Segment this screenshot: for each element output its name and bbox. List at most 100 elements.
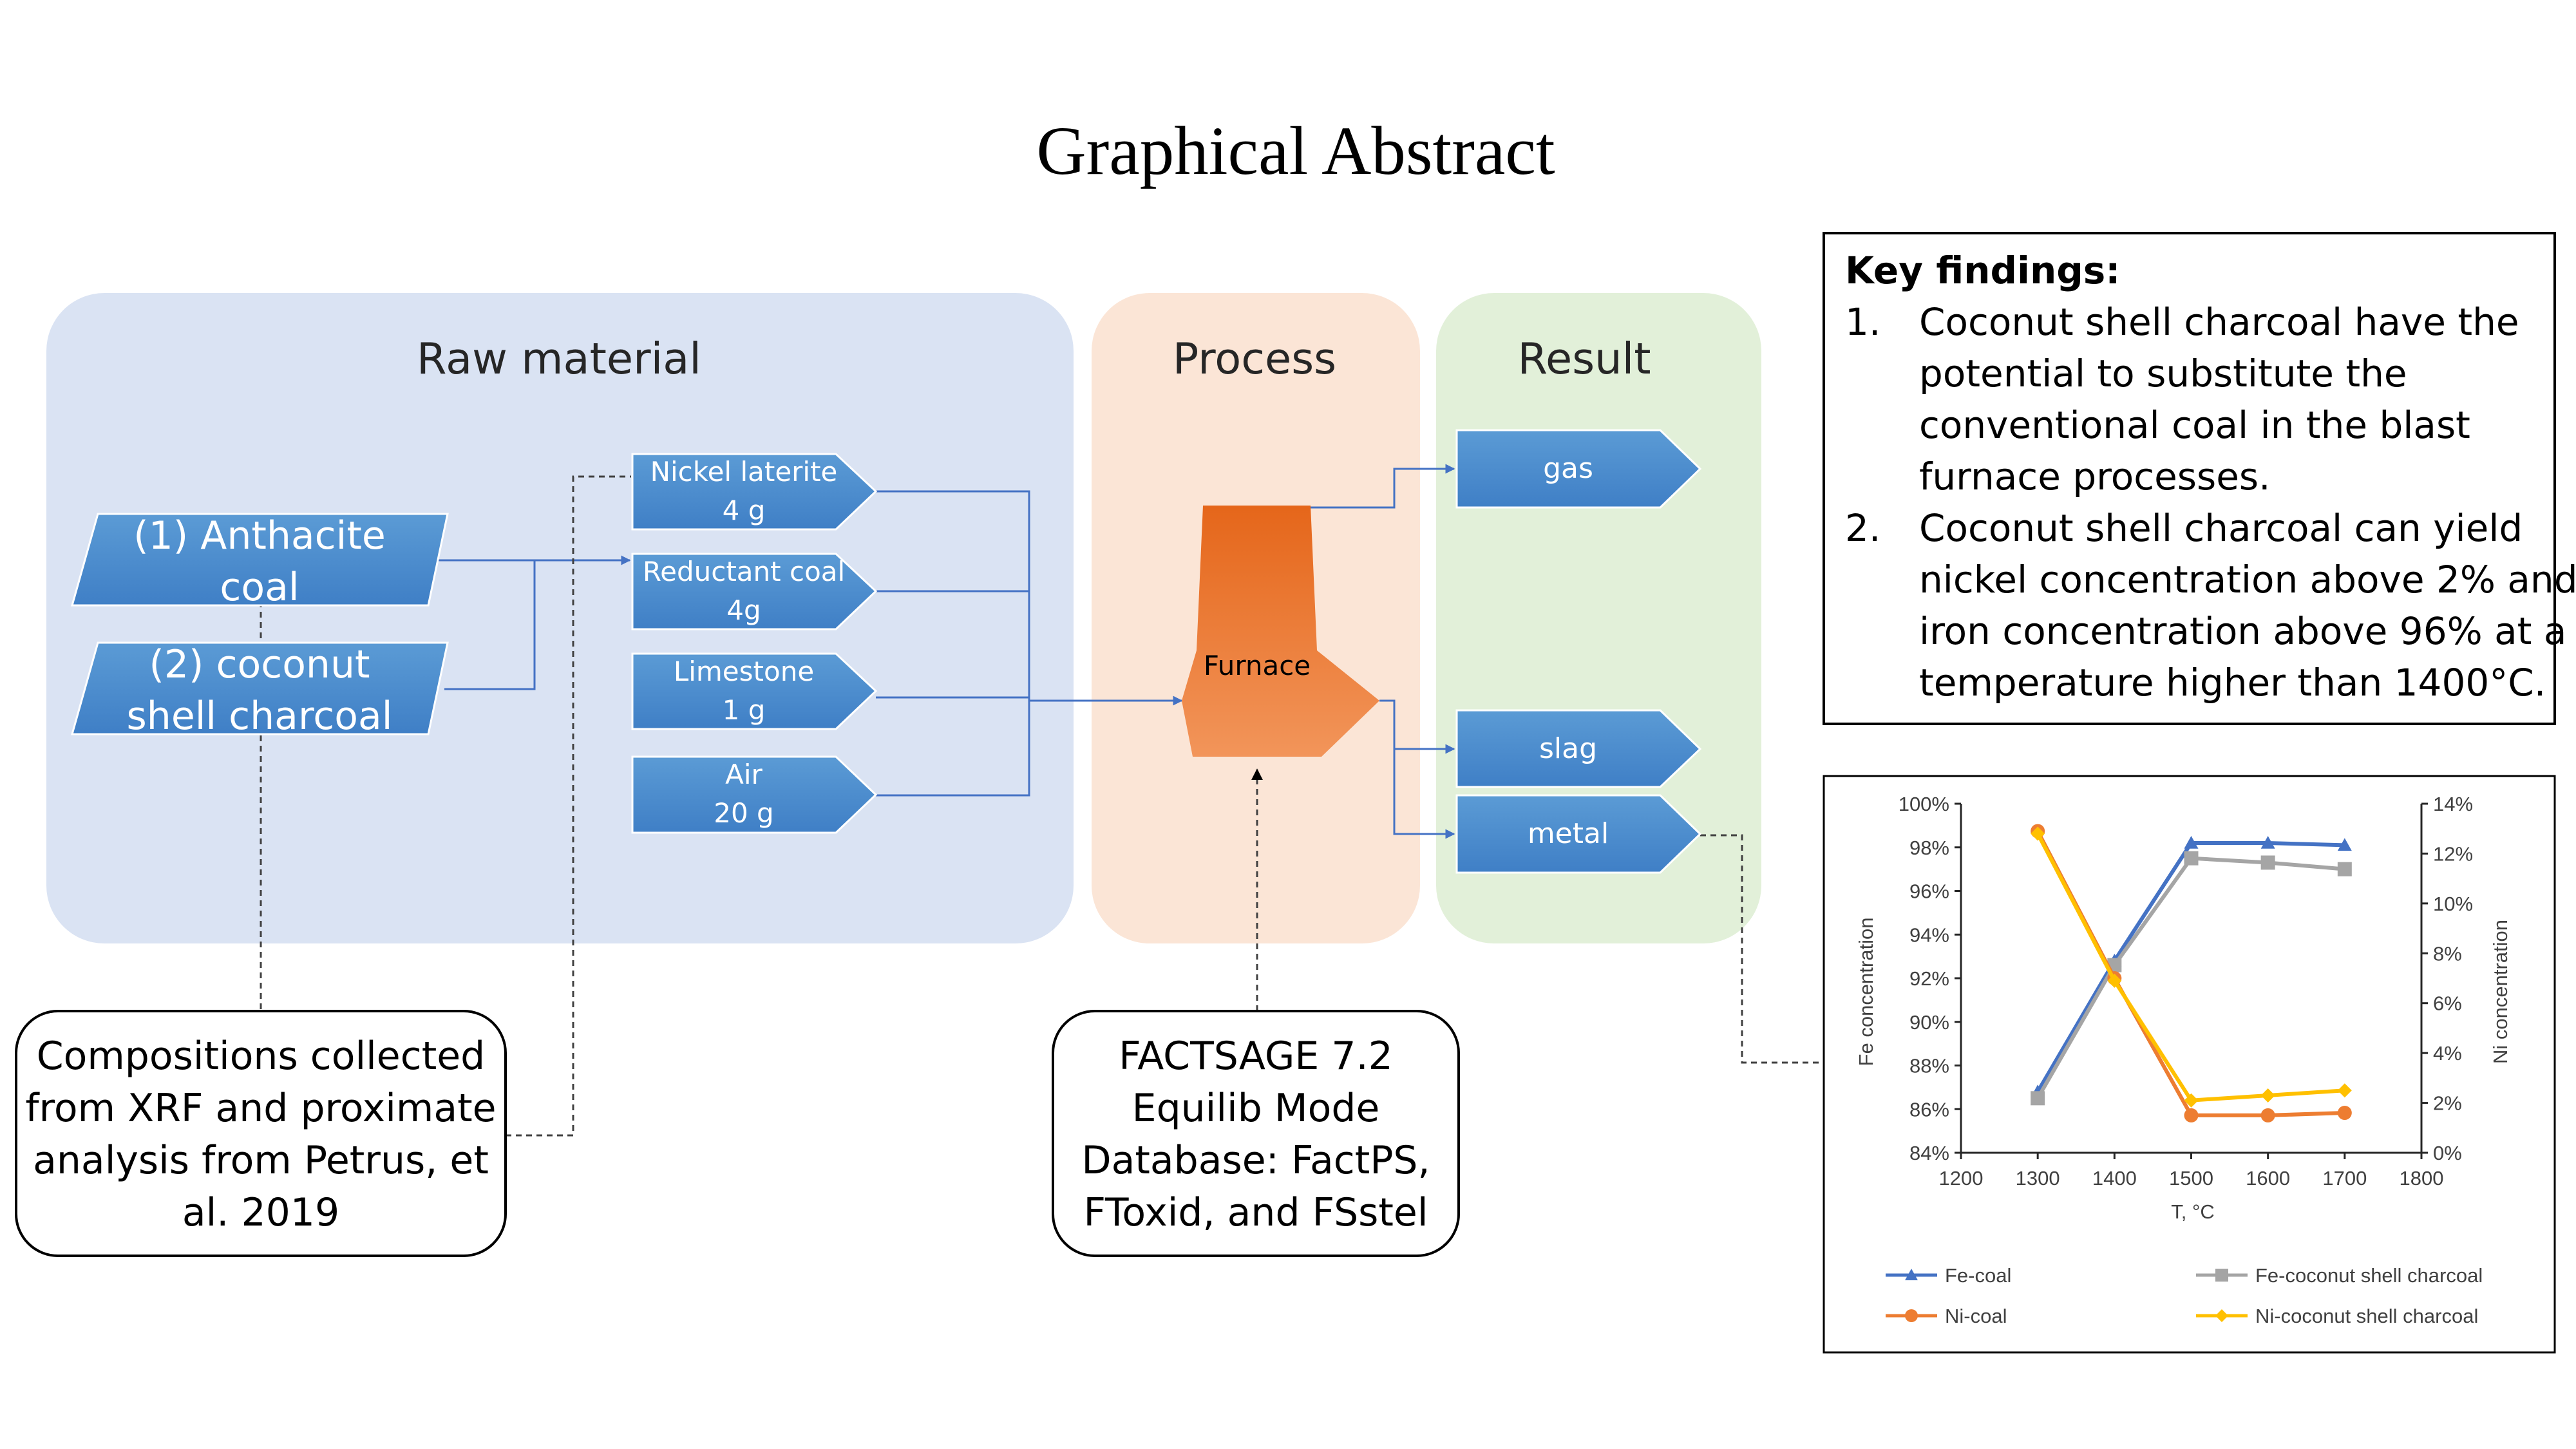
output-slag: slag	[1455, 709, 1702, 788]
input-name: Nickel laterite	[650, 456, 838, 488]
x-tick-label: 1400	[2092, 1167, 2137, 1189]
legend-label: Ni-coconut shell charcoal	[2255, 1305, 2478, 1327]
y-axis-label: Fe concentration	[1855, 918, 1877, 1066]
y2-tick-label: 12%	[2433, 842, 2473, 865]
chart-axes: 84%86%88%90%92%94%96%98%100%0%2%4%6%8%10…	[1899, 793, 2473, 1189]
y2-tick-label: 2%	[2433, 1092, 2462, 1115]
x-tick-label: 1700	[2322, 1167, 2367, 1189]
note-line: al. 2019	[182, 1190, 339, 1235]
feed-label-line1: (2) coconut	[149, 642, 370, 687]
x-tick-label: 1200	[1939, 1167, 1984, 1189]
output-label: metal	[1528, 817, 1609, 850]
y-tick-label: 84%	[1909, 1142, 1949, 1164]
y2-tick-label: 10%	[2433, 893, 2473, 915]
chart-series	[2031, 824, 2352, 1122]
feed-coconut-shell-charcoal: (2) coconut shell charcoal	[71, 641, 449, 739]
factsage-note: FACTSAGE 7.2 Equilib Mode Database: Fact…	[1052, 1010, 1460, 1257]
note-line: Compositions collected	[37, 1034, 486, 1079]
data-point	[2260, 1088, 2275, 1103]
legend-marker	[2215, 1309, 2228, 1322]
x-tick-label: 1800	[2400, 1167, 2444, 1189]
concentration-chart: 84%86%88%90%92%94%96%98%100%0%2%4%6%8%10…	[1823, 775, 2556, 1354]
y-tick-label: 96%	[1909, 880, 1949, 903]
note-line: Database: FactPS,	[1081, 1138, 1430, 1183]
input-name: Air	[725, 759, 762, 790]
note-line: Equilib Mode	[1132, 1086, 1380, 1131]
compositions-note: Compositions collected from XRF and prox…	[15, 1010, 507, 1257]
data-point	[2031, 826, 2045, 841]
feed-anthracite-coal: (1) Anthacite coal	[71, 513, 449, 610]
finding-number: 2.	[1845, 506, 1880, 550]
y-tick-label: 94%	[1909, 923, 1949, 946]
x-axis-label: T, °C	[2171, 1200, 2215, 1223]
data-point	[2184, 835, 2199, 849]
flow-connectors	[428, 464, 1455, 839]
raw-material-panel	[46, 293, 1074, 943]
input-air: Air 20 g	[631, 755, 878, 834]
data-point	[2184, 1093, 2199, 1108]
input-reductant-coal: Reductant coal 4g	[631, 553, 878, 630]
finding-line: furnace processes.	[1919, 455, 2271, 498]
x-tick-label: 1500	[2169, 1167, 2213, 1189]
y2-tick-label: 4%	[2433, 1042, 2462, 1065]
legend-marker	[2215, 1269, 2228, 1282]
y-tick-label: 92%	[1909, 967, 1949, 990]
y2-axis-label: Ni concentration	[2489, 920, 2512, 1064]
data-point	[2260, 855, 2275, 870]
legend-marker	[1905, 1269, 1918, 1280]
data-point	[2260, 835, 2275, 849]
note-line: FACTSAGE 7.2	[1119, 1034, 1393, 1079]
data-point	[2184, 851, 2199, 866]
output-label: gas	[1543, 452, 1593, 485]
y-tick-label: 86%	[1909, 1098, 1949, 1121]
y2-tick-label: 14%	[2433, 793, 2473, 815]
legend-label: Fe-coconut shell charcoal	[2255, 1264, 2483, 1287]
process-heading: Process	[1173, 334, 1336, 384]
data-point	[2337, 1083, 2352, 1098]
input-name: Reductant coal	[643, 556, 845, 587]
finding-number: 1.	[1845, 300, 1880, 344]
legend-label: Fe-coal	[1945, 1264, 2011, 1287]
finding-line: Coconut shell charcoal can yield	[1919, 506, 2523, 550]
note-line: from XRF and proximate	[25, 1086, 496, 1131]
output-metal: metal	[1455, 794, 1702, 874]
data-point	[2337, 1106, 2352, 1121]
data-point	[2260, 1108, 2275, 1122]
finding-line: nickel concentration above 2% and	[1919, 558, 2576, 601]
furnace: Furnace	[1182, 506, 1379, 757]
furnace-label: Furnace	[1204, 650, 1311, 681]
output-label: slag	[1539, 732, 1597, 765]
legend-label: Ni-coal	[1945, 1305, 2007, 1327]
legend-marker	[1905, 1309, 1918, 1322]
input-amount: 1 g	[723, 694, 766, 726]
input-amount: 20 g	[714, 797, 773, 829]
feed-label-line2: shell charcoal	[127, 694, 393, 739]
data-point	[2184, 1108, 2199, 1122]
data-point	[2337, 838, 2352, 851]
y2-tick-label: 6%	[2433, 992, 2462, 1015]
input-name: Limestone	[674, 656, 814, 687]
key-findings-box: Key findings: 1. Coconut shell charcoal …	[1823, 232, 2576, 725]
dashed-callouts	[260, 475, 1824, 1137]
data-point	[2337, 862, 2352, 876]
y2-tick-label: 0%	[2433, 1142, 2462, 1164]
input-amount: 4g	[726, 594, 761, 626]
y-tick-label: 98%	[1909, 837, 1949, 859]
input-nickel-laterite: Nickel laterite 4 g	[631, 453, 878, 531]
y2-tick-label: 8%	[2433, 942, 2462, 965]
chart-frame	[1823, 775, 2556, 1354]
input-amount: 4 g	[723, 495, 766, 526]
result-heading: Result	[1517, 334, 1651, 384]
page-title: Graphical Abstract	[1036, 113, 1555, 189]
output-gas: gas	[1455, 429, 1702, 509]
input-limestone: Limestone 1 g	[631, 652, 878, 730]
y-tick-label: 88%	[1909, 1055, 1949, 1077]
feed-label-line2: coal	[220, 565, 299, 610]
x-tick-label: 1600	[2246, 1167, 2290, 1189]
data-point	[2031, 1091, 2045, 1106]
note-line: analysis from Petrus, et	[33, 1138, 489, 1183]
finding-line: iron concentration above 96% at a	[1919, 609, 2566, 653]
finding-line: temperature higher than 1400°C.	[1919, 661, 2546, 705]
